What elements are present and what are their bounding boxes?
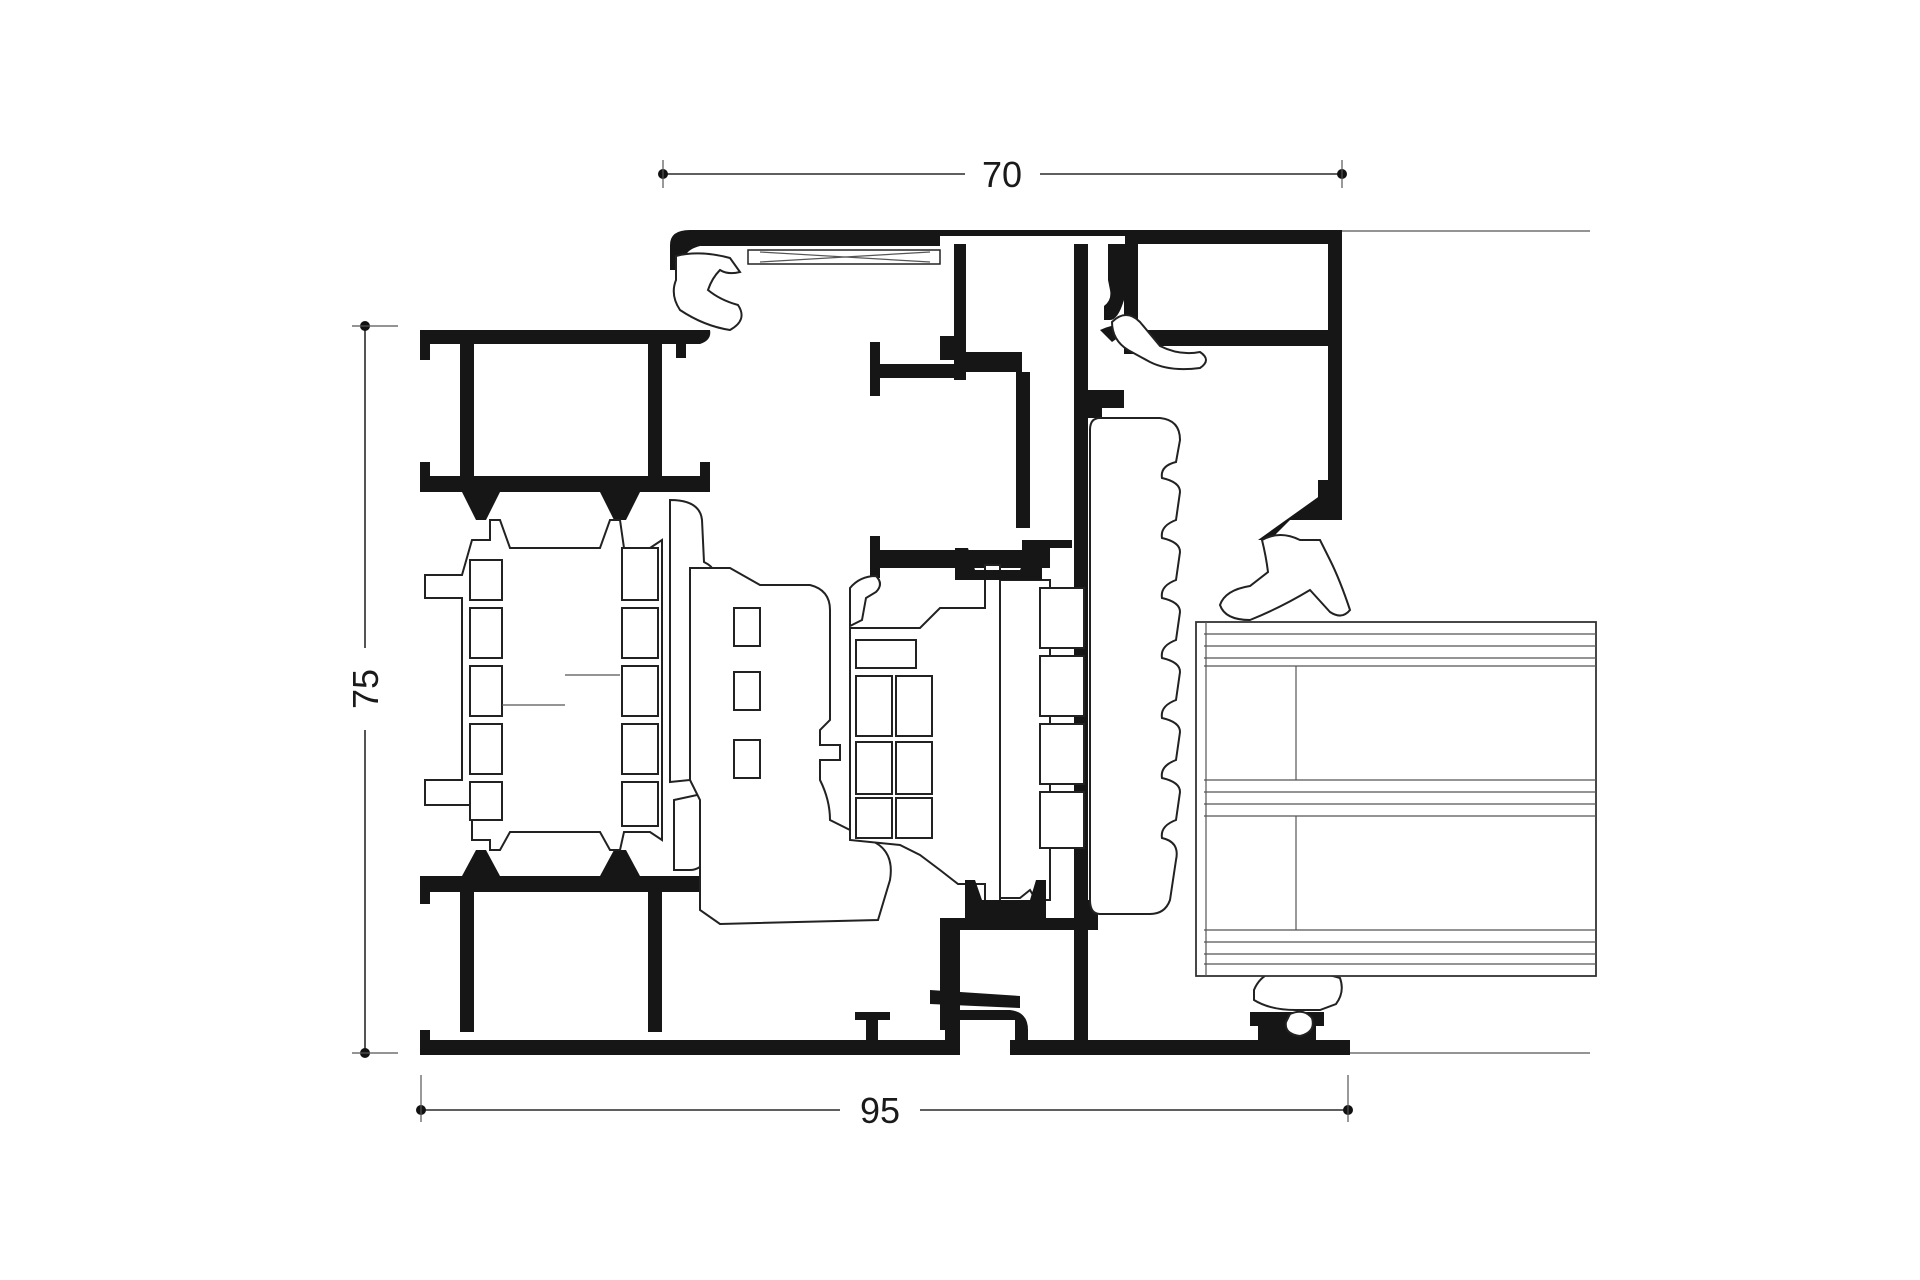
- dimension-label-left: 75: [345, 669, 386, 709]
- outer-frame-profile: [420, 330, 960, 1055]
- glazing-gasket-top: [1218, 534, 1352, 622]
- dimension-label-bottom: 95: [860, 1090, 900, 1131]
- dimension-label-top: 70: [982, 154, 1022, 195]
- thermal-insert-left: [424, 519, 663, 851]
- glazing-bead-insulator: [1089, 417, 1182, 915]
- insulated-glass-unit: [1195, 621, 1597, 977]
- dimension-top: 70: [658, 154, 1347, 195]
- dimension-bottom: 95: [416, 1075, 1353, 1131]
- sash-insulator: [849, 548, 1085, 918]
- reference-lines: [1342, 230, 1590, 1054]
- middle-insulator: [689, 567, 892, 926]
- gasket-hinge-round: [1110, 314, 1207, 371]
- dimension-left: 75: [345, 321, 398, 1058]
